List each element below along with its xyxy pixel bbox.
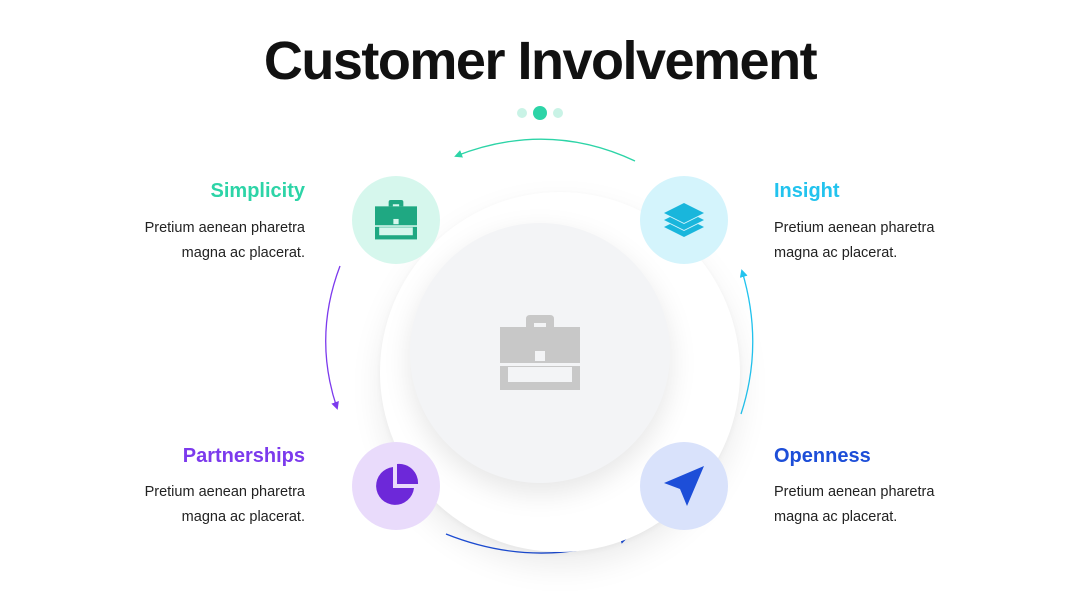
item-text-partnerships: Pretium aenean pharetra magna ac placera…: [65, 480, 305, 530]
item-text-line: Pretium aenean pharetra: [144, 484, 305, 500]
item-title-insight: Insight: [774, 180, 840, 202]
arrow-top: [454, 138, 636, 162]
item-text-openness: Pretium aenean pharetra magna ac placera…: [774, 480, 1014, 530]
node-partnerships[interactable]: [352, 442, 440, 530]
arrow-right: [739, 269, 754, 415]
page-title: Customer Involvement: [263, 31, 818, 91]
item-text-line: Pretium aenean pharetra: [774, 220, 935, 236]
pagination-dot[interactable]: [517, 108, 527, 118]
item-text-line: magna ac placerat.: [774, 509, 898, 525]
item-text-line: magna ac placerat.: [774, 245, 898, 261]
briefcase-icon: [500, 315, 580, 396]
item-title-simplicity: Simplicity: [210, 180, 305, 202]
item-title-partnerships: Partnerships: [182, 445, 305, 467]
pagination-dot[interactable]: [553, 108, 563, 118]
item-text-insight: Pretium aenean pharetra magna ac placera…: [774, 216, 1014, 266]
item-text-simplicity: Pretium aenean pharetra magna ac placera…: [65, 216, 305, 266]
node-simplicity[interactable]: [352, 176, 440, 264]
item-title-openness: Openness: [774, 445, 871, 467]
item-text-line: Pretium aenean pharetra: [774, 484, 935, 500]
pie-chart-icon: [376, 463, 419, 505]
briefcase-icon: [375, 200, 417, 240]
item-text-line: Pretium aenean pharetra: [144, 220, 305, 236]
node-insight[interactable]: [640, 176, 728, 264]
send-icon: [664, 466, 704, 506]
arrow-left: [325, 265, 341, 410]
node-openness[interactable]: [640, 442, 728, 530]
item-text-line: magna ac placerat.: [181, 509, 305, 525]
pagination-dot-active[interactable]: [533, 106, 547, 120]
layers-icon: [664, 203, 704, 237]
item-text-line: magna ac placerat.: [181, 245, 305, 261]
